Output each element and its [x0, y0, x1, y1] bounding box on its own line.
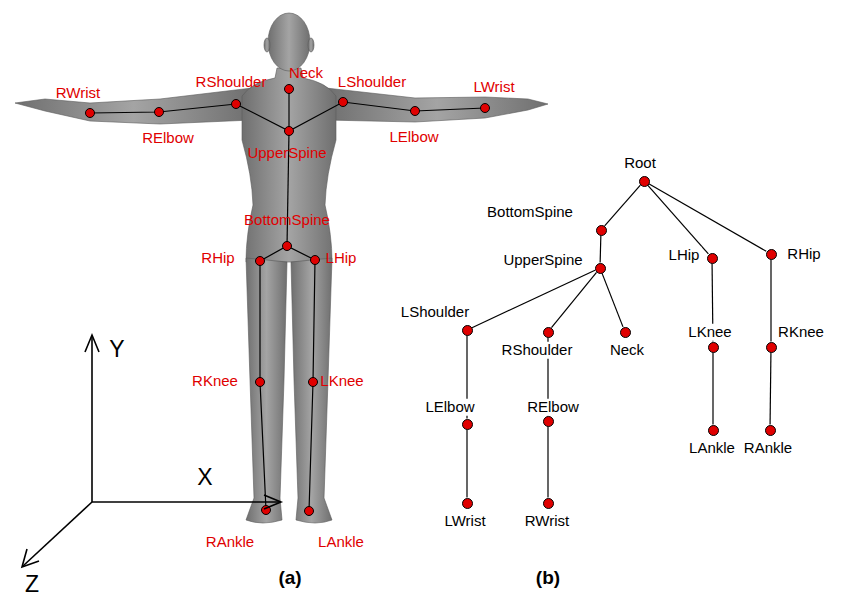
joint-label: RAnkle	[206, 534, 254, 551]
joint-name: LWrist	[442, 513, 487, 530]
wrist-joint: LWrist	[462, 498, 473, 509]
joint-label: LElbow	[389, 129, 438, 146]
joint-label: LHip	[326, 250, 357, 267]
joint-label: Neck	[289, 65, 323, 82]
wrist-joint: RWrist	[543, 498, 554, 509]
joint-name: LKnee	[686, 324, 733, 341]
joint-name: UpperSpine	[501, 252, 584, 269]
tree-edge	[600, 235, 602, 262]
joint-label: LKnee	[320, 373, 363, 390]
neck-joint: Neck	[620, 327, 631, 338]
tree-edge	[769, 353, 771, 425]
joint-name: RAnkle	[742, 440, 794, 457]
joint-label: RShoulder	[196, 74, 267, 91]
joint-name: RWrist	[523, 513, 571, 530]
joint-name: RKnee	[776, 324, 826, 341]
joint-label: LAnkle	[318, 534, 364, 551]
joint-label: BottomSpine	[244, 212, 330, 229]
spine-joint: BottomSpine	[596, 225, 607, 236]
root-joint: Root	[639, 176, 650, 187]
joint-name: LAnkle	[687, 440, 737, 457]
joint-label: RKnee	[192, 373, 238, 390]
human-body	[15, 13, 548, 523]
elbow-joint: RElbow	[543, 416, 554, 427]
tree-edge	[648, 185, 709, 254]
joint-name: BottomSpine	[485, 204, 575, 221]
axis-label: Z	[25, 572, 39, 597]
joint-label: RWrist	[56, 85, 100, 102]
panel-label: (b)	[536, 568, 560, 589]
joint-label: RElbow	[142, 130, 194, 147]
tree-edge	[602, 273, 623, 327]
axis-label: Y	[109, 337, 124, 362]
skeleton-lines	[90, 89, 485, 511]
hip-joint: RHip	[766, 249, 777, 260]
elbow-joint: LElbow	[462, 419, 473, 430]
knee-joint: RKnee	[766, 342, 777, 353]
shoulder-joint: RShoulder	[543, 327, 554, 338]
shoulder-joint: LShoulder	[462, 325, 473, 336]
tree-edge	[770, 260, 771, 342]
tree-edge	[466, 430, 467, 498]
joint-name: LShoulder	[399, 304, 471, 321]
tree-edge	[649, 184, 766, 252]
ankle-joint: RAnkle	[765, 425, 776, 436]
joint-label: RHip	[201, 250, 234, 267]
joint-name: Neck	[608, 342, 646, 359]
joint-name: Root	[622, 155, 658, 172]
spine-joint: UpperSpine	[595, 263, 606, 274]
joint-label: LShoulder	[338, 74, 406, 91]
joint-name: RElbow	[525, 399, 581, 416]
knee-joint: LKnee	[708, 342, 719, 353]
coordinate-axes	[22, 335, 281, 567]
joint-name: RHip	[785, 246, 822, 263]
hip-joint: LHip	[707, 253, 718, 264]
joint-dots	[86, 85, 490, 516]
joint-label: UpperSpine	[247, 145, 326, 162]
tree-edge	[551, 272, 596, 327]
tree-edge	[605, 185, 641, 226]
tree-edge	[547, 427, 548, 498]
axis-label: X	[197, 465, 212, 490]
tree-edge	[712, 353, 713, 425]
joint-name: LElbow	[423, 399, 476, 416]
joint-name: RShoulder	[500, 342, 575, 359]
ankle-joint: LAnkle	[708, 425, 719, 436]
joint-name: LHip	[667, 247, 702, 264]
panel-label: (a)	[278, 568, 301, 589]
tree-edge	[472, 270, 595, 327]
joint-label: LWrist	[473, 79, 514, 96]
